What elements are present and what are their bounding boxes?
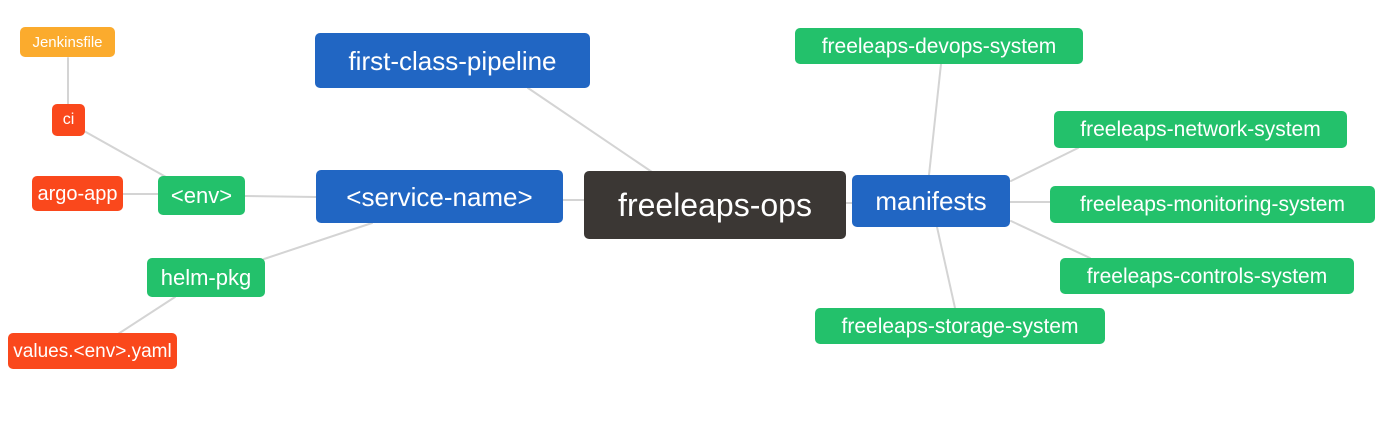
edge-env-to-service-name (244, 195, 317, 198)
mindmap-node-freeleaps-monitoring-system[interactable]: freeleaps-monitoring-system (1050, 186, 1375, 223)
mindmap-node-helm-pkg[interactable]: helm-pkg (147, 258, 265, 297)
edge-ci-to-env (83, 130, 167, 178)
mindmap-node-first-class-pipeline[interactable]: first-class-pipeline (315, 33, 590, 88)
mindmap-node-jenkinsfile[interactable]: Jenkinsfile (20, 27, 115, 57)
edge-service-name-to-helm-pkg (263, 222, 373, 260)
mindmap-node-freeleaps-controls-system[interactable]: freeleaps-controls-system (1060, 258, 1354, 294)
mindmap-node-freeleaps-network-system[interactable]: freeleaps-network-system (1054, 111, 1347, 148)
mindmap-node-argo-app[interactable]: argo-app (32, 176, 123, 211)
edge-manifests-to-freeleaps-network-system (1010, 147, 1079, 182)
edge-manifests-to-freeleaps-storage-system (936, 226, 956, 309)
mindmap-node-manifests[interactable]: manifests (852, 175, 1010, 227)
mindmap-node-service-name[interactable]: <service-name> (316, 170, 563, 223)
mindmap-node-freeleaps-devops-system[interactable]: freeleaps-devops-system (795, 28, 1083, 64)
edge-first-class-pipeline-to-freeleaps-ops (527, 87, 653, 173)
edge-freeleaps-devops-system-to-manifests (928, 63, 942, 176)
mindmap-node-freeleaps-ops[interactable]: freeleaps-ops (584, 171, 846, 239)
edge-helm-pkg-to-values-env-yaml (117, 296, 176, 335)
mindmap-node-ci[interactable]: ci (52, 104, 85, 136)
edge-manifests-to-freeleaps-controls-system (1010, 220, 1091, 259)
mindmap-node-env[interactable]: <env> (158, 176, 245, 215)
mindmap-node-values-env-yaml[interactable]: values.<env>.yaml (8, 333, 177, 369)
mindmap-node-freeleaps-storage-system[interactable]: freeleaps-storage-system (815, 308, 1105, 344)
